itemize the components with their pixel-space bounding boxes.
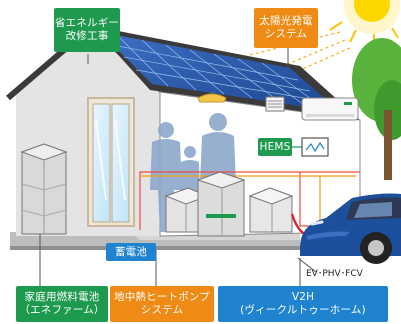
- label-fuel-cell-line1: 家庭用燃料電池: [24, 291, 100, 303]
- label-geothermal-line2: システム: [140, 304, 184, 316]
- sun: [329, 0, 400, 46]
- hems-monitor: [292, 137, 329, 157]
- label-ev-types-text: EV･PHV･FCV: [306, 269, 363, 279]
- electric-car: [300, 193, 401, 264]
- label-geothermal-heat-pump: 地中熱ヒートポンプ システム: [110, 286, 214, 322]
- label-v2h-line2: (ヴィークルトゥーホーム): [240, 304, 366, 316]
- v2h-charger-unit: [248, 187, 294, 233]
- label-v2h: V2H (ヴィークルトゥーホーム): [218, 286, 388, 322]
- label-energy-saving-renovation-line2: 改修工事: [65, 30, 109, 42]
- ceiling-lamp: [197, 92, 227, 103]
- label-ev-types: EV･PHV･FCV: [306, 266, 363, 279]
- label-geothermal-line1: 地中熱ヒートポンプ: [114, 291, 210, 303]
- label-hems: HEMS: [258, 138, 292, 156]
- wall-vent: [265, 96, 285, 112]
- tree: [352, 38, 401, 180]
- label-leaders: [39, 48, 317, 288]
- label-fuel-cell-line2: （エネファーム）: [19, 304, 105, 316]
- heat-pump-unit: [196, 171, 246, 237]
- label-solar-power-line1: 太陽光発電: [259, 15, 313, 27]
- label-solar-power-system: 太陽光発電 システム: [254, 8, 318, 48]
- fuel-cell-unit: [20, 143, 68, 235]
- roof: [92, 26, 360, 120]
- label-storage-battery-text: 蓄電池: [114, 245, 148, 258]
- label-hems-text: HEMS: [259, 140, 291, 153]
- label-energy-saving-renovation-line1: 省エネルギー: [54, 17, 120, 29]
- label-solar-power-line2: システム: [264, 28, 308, 40]
- air-conditioner: [301, 97, 359, 121]
- label-v2h-line1: V2H: [291, 291, 315, 303]
- label-storage-battery: 蓄電池: [106, 243, 156, 261]
- glass-door: [87, 97, 135, 227]
- label-energy-saving-renovation: 省エネルギー 改修工事: [54, 8, 120, 52]
- label-fuel-cell: 家庭用燃料電池 （エネファーム）: [16, 286, 108, 322]
